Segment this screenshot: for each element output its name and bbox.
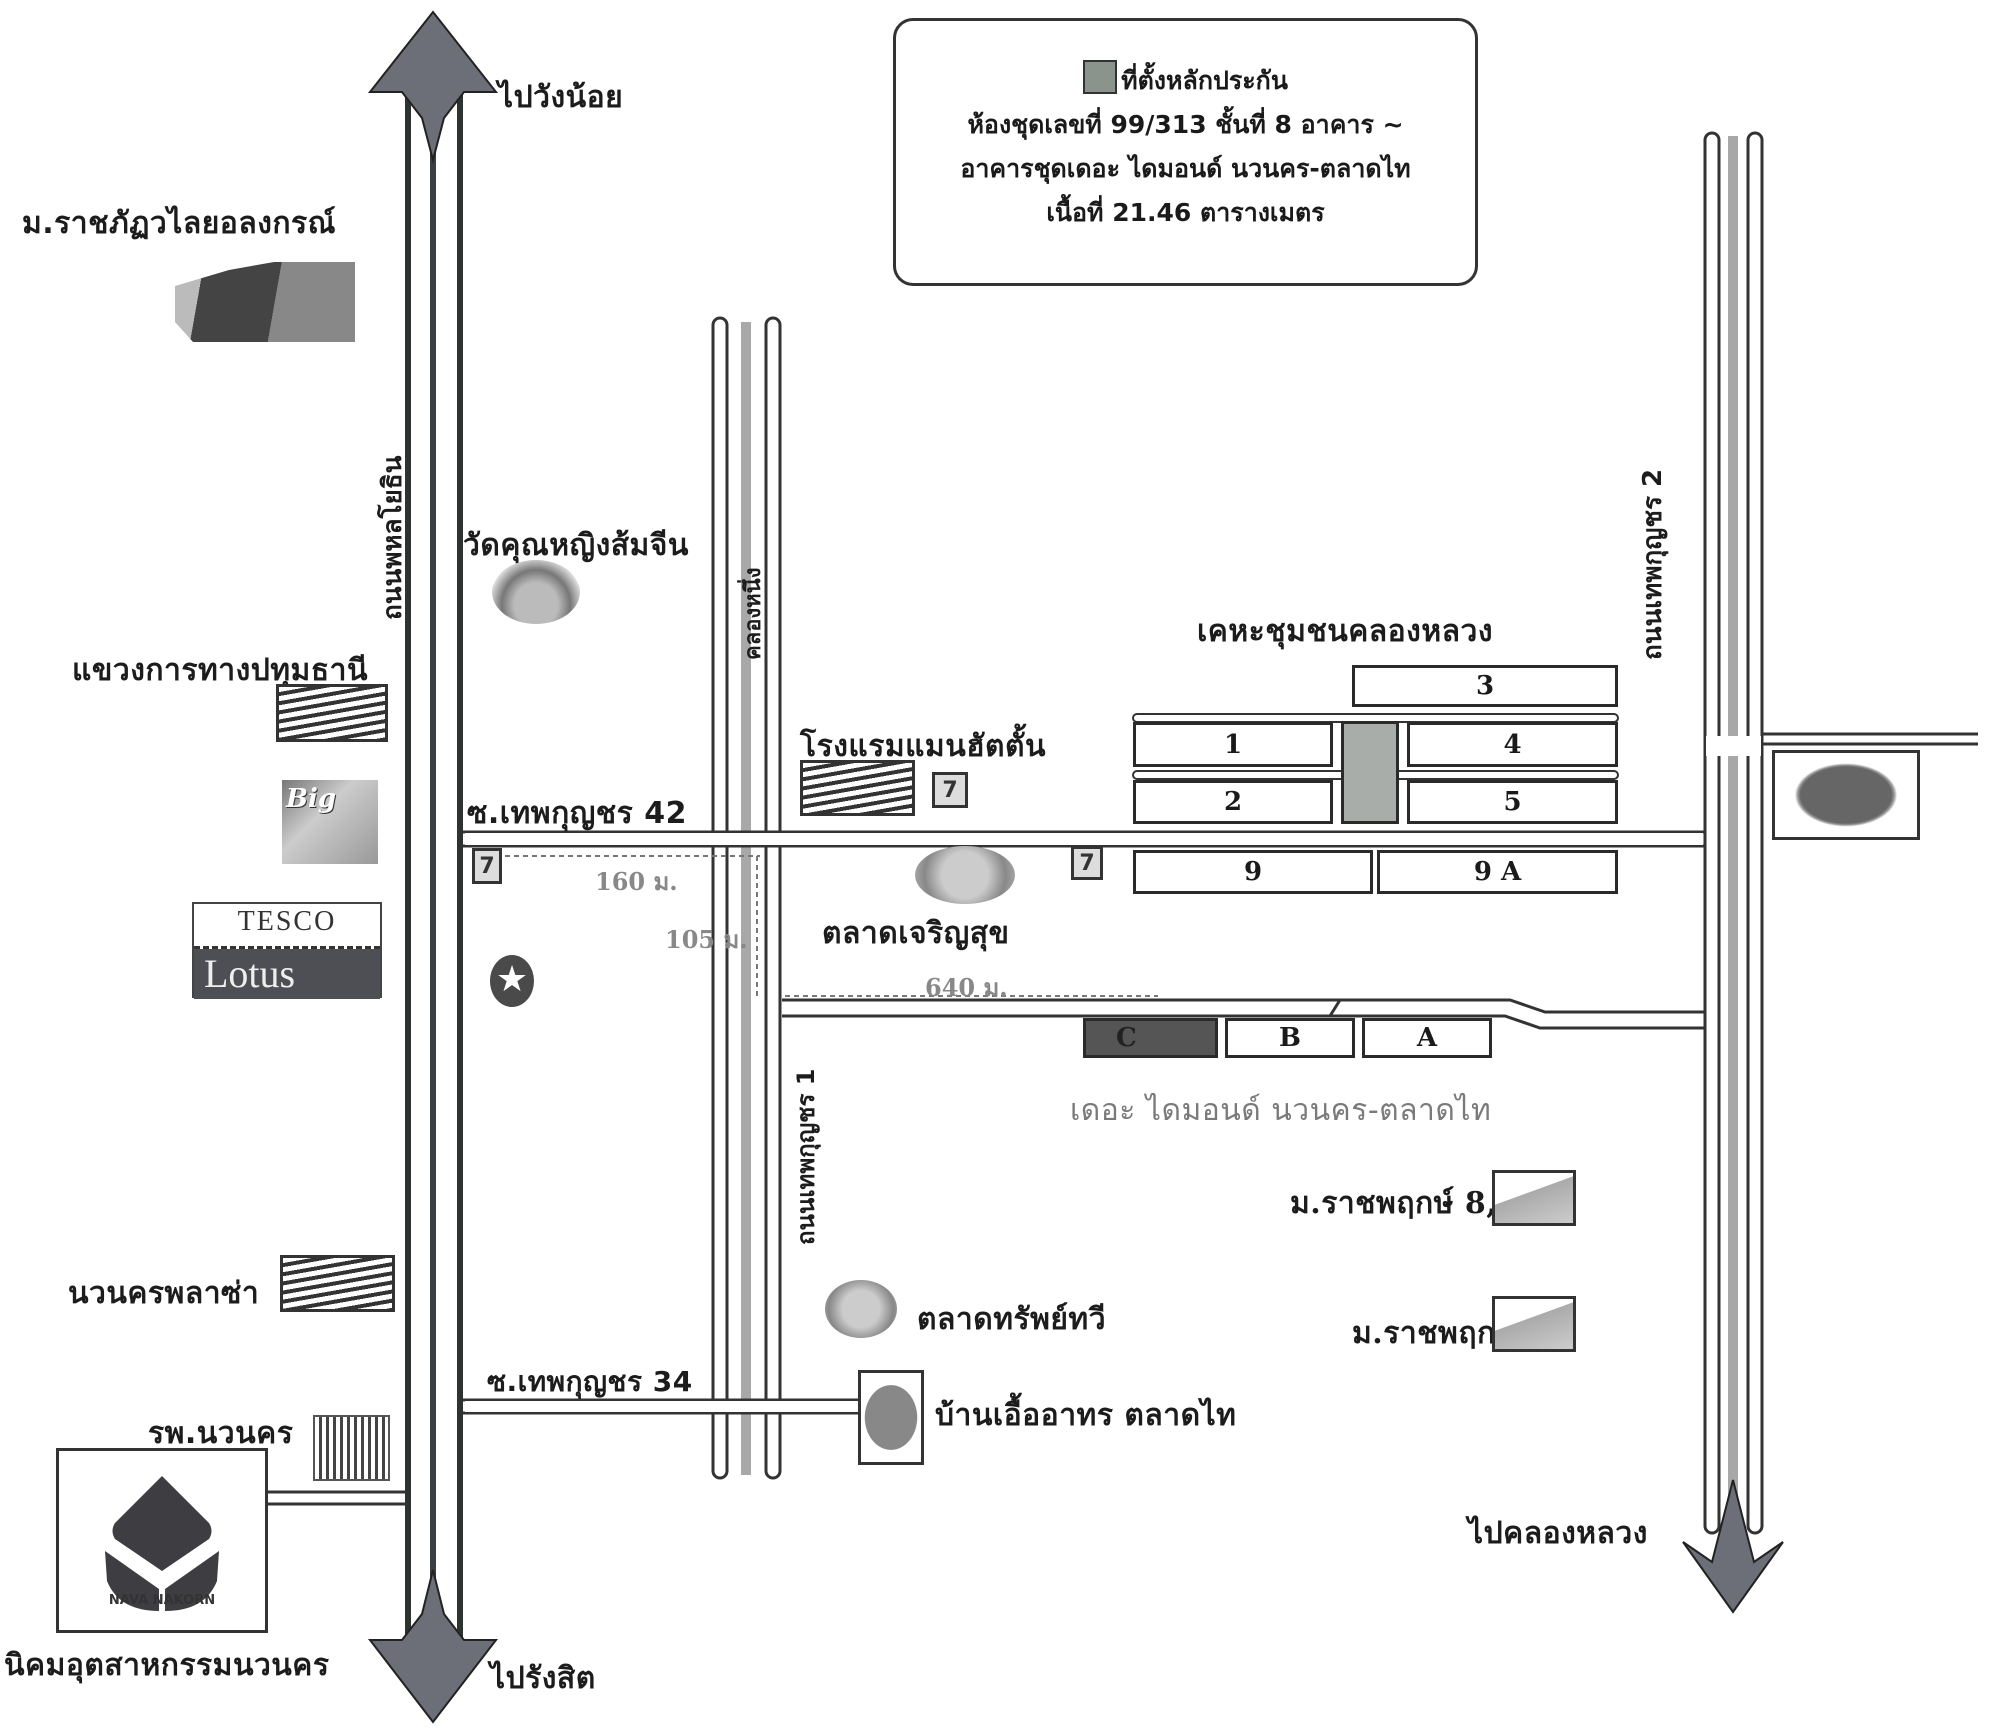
distance-160m: 160 ม. [595,867,678,896]
big-c-logo: Big [282,780,378,864]
housing-estate-icon [1492,1170,1576,1226]
road-thepkunchon-2-label: ถนนเทพกุญชร 2 [1638,468,1668,660]
distance-markers [505,855,1158,1000]
building-block-5: 5 [1407,780,1618,824]
building-block-4: 4 [1407,722,1618,767]
building-block-2: 2 [1133,780,1333,824]
building-block-1: 1 [1133,722,1333,767]
thepkunchon-2-road [1682,131,1978,1614]
market-charoensuk-icon [915,846,1015,904]
building-block-9a: 9 A [1377,850,1618,894]
southeast-arrow-icon [1682,1479,1784,1614]
industrial-estate-label: นิคมอุตสาหกรรมนวนคร [4,1648,330,1683]
lotus-text: Lotus [194,949,380,999]
distance-640m: 640 ม. [925,973,1008,1002]
nava-nakorn-text: NAVA NAKORN [108,1593,216,1608]
hotel-label: โรงแรมแมนฮัตตั้น [800,729,1047,764]
seven-eleven-icon-3: 7 [1071,846,1103,880]
tesco-text: TESCO [194,904,380,949]
nava-diamond-icon [112,1476,212,1571]
the-diamond-label: เดอะ ไดมอนด์ นวนคร-ตลาดไท [1070,1093,1492,1128]
wat-label: วัดคุณหญิงส้มจีน [463,528,689,563]
hospital-icon [313,1415,390,1481]
canal-khlong-nueng-label: คลองหนึ่ง [741,567,766,660]
baan-ua-athorn-label: บ้านเอื้ออาทร ตลาดไท [935,1398,1237,1433]
building-block-9: 9 [1133,850,1373,894]
office-building-icon [276,684,388,742]
market-sapthawi-icon [825,1280,897,1338]
diamond-access-road [782,998,1705,1030]
market-sapthawi-label: ตลาดทรัพย์ทวี [917,1302,1107,1337]
hotel-building-icon [800,760,915,816]
phahonyothin-road [367,10,499,1724]
south-arrow-icon [367,1569,499,1724]
legend-area: เนื้อที่ 21.46 ตารางเมตร [1046,198,1325,227]
khlong-nueng-canal [711,316,782,1480]
hospital-label: รพ.นวนคร [148,1416,294,1451]
direction-southeast-label: ไปคลองหลวง [1468,1516,1648,1551]
seven-eleven-icon: 7 [932,772,968,808]
housing-authority-icon [858,1370,924,1465]
diamond-block-a: A [1362,1018,1492,1058]
navanakorn-plaza-label: นวนครพลาซ่า [68,1276,260,1311]
road-phahonyothin-label: ถนนพหลโยธิน [378,455,408,620]
building-block-3: 3 [1352,665,1618,707]
distance-105m: 105 ม. [665,925,748,954]
soi-34-road [462,1398,868,1415]
legend-building: อาคารชุดเดอะ ไดมอนด์ นวนคร-ตลาดไท [960,154,1411,183]
soi-42-label: ซ.เทพกุญชร 42 [467,796,687,831]
government-seal-icon [1772,750,1920,840]
collateral-block [1341,721,1399,824]
diamond-block-c: C [1083,1018,1218,1058]
collateral-swatch-icon [1083,60,1118,94]
soi-34-label: ซ.เทพกุญชร 34 [487,1365,693,1398]
police-star-icon: ★ [490,955,534,1007]
nava-nakorn-logo: NAVA NAKORN [56,1448,268,1633]
market-charoensuk-label: ตลาดเจริญสุข [822,916,1010,951]
legend-unit: ห้องชุดเลขที่ 99/313 ชั้นที่ 8 อาคาร ~ [967,110,1404,139]
housing-estate-icon-2 [1492,1296,1576,1352]
seven-eleven-icon-2: 7 [472,848,502,884]
direction-south-label: ไปรังสิต [490,1661,596,1696]
rajabhat-label: ม.ราชภัฏวไลยอลงกรณ์ [22,206,336,241]
north-arrow-icon [367,10,499,164]
plaza-building-icon [280,1255,395,1312]
diamond-block-b: B [1225,1018,1355,1058]
tesco-lotus-logo: TESCO Lotus [192,902,382,999]
temple-icon [492,560,580,624]
nava-nakorn-connector [265,1490,406,1506]
highway-office-label: แขวงการทางปทุมธานี [72,653,368,688]
community-label: เคหะชุมชนคลองหลวง [1197,614,1493,649]
direction-north-label: ไปวังน้อย [498,80,624,115]
legend-title: ที่ตั้งหลักประกัน [1121,66,1288,95]
road-thepkunchon-1-label: ถนนเทพกุญชร 1 [792,1068,820,1245]
soi-42-road [462,830,1705,848]
collateral-info-box: ที่ตั้งหลักประกัน ห้องชุดเลขที่ 99/313 ช… [893,18,1478,286]
